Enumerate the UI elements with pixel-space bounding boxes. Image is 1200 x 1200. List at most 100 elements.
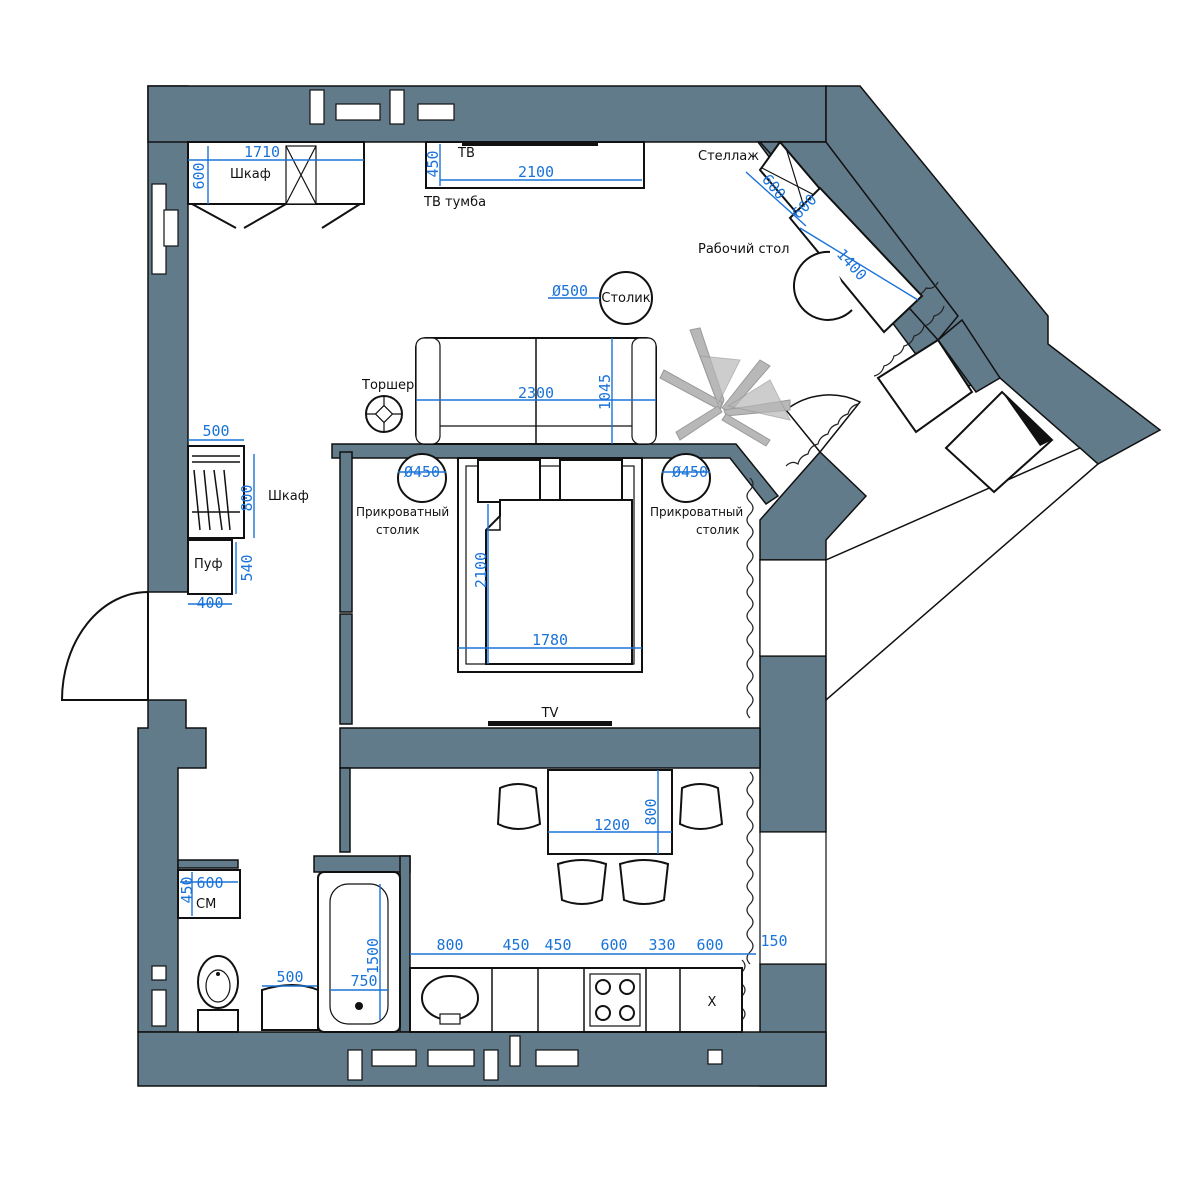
label-nightstand-right-2: столик [696,523,740,537]
label-washing-machine: СМ [196,897,216,912]
window-top-3 [389,89,405,125]
wall-bath-top [313,855,411,873]
wall-balcony-corner [936,318,1002,393]
wardrobe-top [187,141,365,205]
dim-bath-width: 750 [350,972,377,990]
burner-4 [619,1005,635,1021]
dim-pouf-width: 400 [196,594,223,612]
dim-sofa-width: 2300 [518,384,554,402]
dim-wm-depth: 450 [178,876,196,903]
label-nightstand-left-1: Прикроватный [356,505,449,519]
window-right-1 [759,559,827,657]
window-bottom-4 [483,1049,499,1081]
label-nightstand-left-2: столик [376,523,420,537]
dim-basin-width: 500 [276,968,303,986]
wall-kitchen-left [339,767,351,853]
pouf [187,539,233,595]
label-floor-lamp: Торшер [361,378,414,393]
plant-icon [659,327,791,447]
balcony-chair-shade [1002,392,1052,446]
desk [788,186,924,334]
bathroom: 600 450 СМ 500 1500 750 [177,869,401,1033]
window-bottom-7 [707,1049,723,1065]
living-room: 1710 600 Шкаф 2100 450 ТВ ТВ тумба Стелл… [187,140,924,612]
balcony-door[interactable] [784,394,862,454]
label-coffee-table: Столик [601,291,650,306]
wall-right-mid [759,450,868,561]
dim-bed-width: 1780 [532,631,568,649]
balcony-furniture [876,338,1054,494]
dim-wardrobe-width: 1710 [244,143,280,161]
chair-right [678,783,724,830]
pillow-left [477,459,541,503]
dim-table-width: 800 [642,798,660,825]
desk-chair [793,250,853,321]
dim-kitchen-1: 800 [436,936,463,954]
wall-partition-vertical [339,451,353,613]
curtain-bedroom [746,477,754,719]
vent-1 [151,965,167,981]
window-top-4 [417,103,455,121]
window-top-1 [309,89,325,125]
wall-bedroom-kitchen [339,727,761,769]
chair-bottom-right [618,859,670,905]
kitchen: 1200 800 X 800 450 450 600 330 600 150 [409,769,788,1033]
window-top-2 [335,103,381,121]
label-tv-bedroom: TV [541,706,559,721]
window-right-2 [759,831,827,965]
chair-left [496,783,542,830]
dim-nightstand-right: Ø450 [672,463,708,481]
dim-coffee-table: Ø500 [552,282,588,300]
dim-table-length: 1200 [594,816,630,834]
wall-partition-bedroom [331,443,780,506]
tv-top [462,142,598,146]
entrance-door[interactable] [60,590,149,701]
nightstand-left [397,453,447,503]
dim-wm-width: 600 [196,874,223,892]
wall-bottom [137,1031,827,1087]
toilet-bowl [205,969,231,1003]
dim-kitchen-5: 330 [648,936,675,954]
window-bottom-6 [535,1049,579,1067]
curtain-kitchen [746,771,754,965]
label-pouf: Пуф [194,557,223,572]
wall-left-lower [137,699,207,1033]
sofa-arm-left [415,337,441,445]
dining-table [547,769,673,855]
wall-left-upper [147,85,189,593]
doors [60,394,862,701]
dim-tv-stand-depth: 450 [424,150,442,177]
curtain-door [785,403,859,467]
dim-bath-length: 1500 [364,938,382,974]
wall-wc-top [177,859,239,869]
dim-kitchen-4: 600 [600,936,627,954]
label-wardrobe-left: Шкаф [268,489,309,504]
dim-kitchen-gap: 150 [760,932,787,950]
wall-bath-right [399,855,411,1033]
wall-partition-vertical-low [339,613,353,725]
dim-kitchen-3: 450 [544,936,571,954]
balcony-glazing [825,447,1100,702]
window-bottom-3 [427,1049,475,1067]
dim-sofa-depth: 1045 [596,374,614,410]
fridge-cross-icon: X [708,995,717,1010]
burner-3 [595,1005,611,1021]
wall-top [147,85,827,143]
bedroom: Ø450 Прикроватный столик Ø450 Прикроватн… [356,453,743,726]
burner-1 [595,979,611,995]
window-bottom-1 [347,1049,363,1081]
window-bottom-5 [509,1035,521,1067]
sink-faucet [439,1013,461,1025]
dim-kitchen-6: 600 [696,936,723,954]
wall-right-lower [759,655,827,833]
toilet-tank [197,1009,239,1033]
pillow-right [559,459,623,503]
dim-bed-length: 2100 [472,552,490,588]
dim-pouf-height: 540 [238,554,256,581]
nightstand-right [661,453,711,503]
label-desk: Рабочий стол [698,242,789,257]
dim-nightstand-left: Ø450 [404,463,440,481]
label-wardrobe-top: Шкаф [230,167,271,182]
dim-tv-stand-width: 2100 [518,163,554,181]
